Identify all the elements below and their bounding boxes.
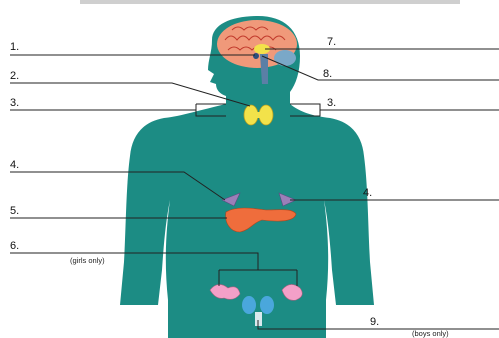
leader-2 [10,83,250,106]
cropped-heading [80,0,460,4]
label-7: 7. [327,36,336,48]
testis-left [242,296,256,314]
label-2: 2. [10,70,19,82]
boys-only-note: (boys only) [412,329,449,338]
thyroid-isthmus [252,112,265,118]
label-3-right: 3. [327,97,336,109]
label-1: 1. [10,41,19,53]
cerebellum [274,50,296,66]
label-4-right: 4. [363,187,372,199]
label-6: 6. [10,240,19,252]
label-9: 9. [370,316,379,328]
label-4-left: 4. [10,159,19,171]
label-8: 8. [323,68,332,80]
girls-only-note: (girls only) [70,256,105,265]
pituitary-gland [253,53,259,59]
testis-right [260,296,274,314]
label-5: 5. [10,205,19,217]
label-3-left: 3. [10,97,19,109]
